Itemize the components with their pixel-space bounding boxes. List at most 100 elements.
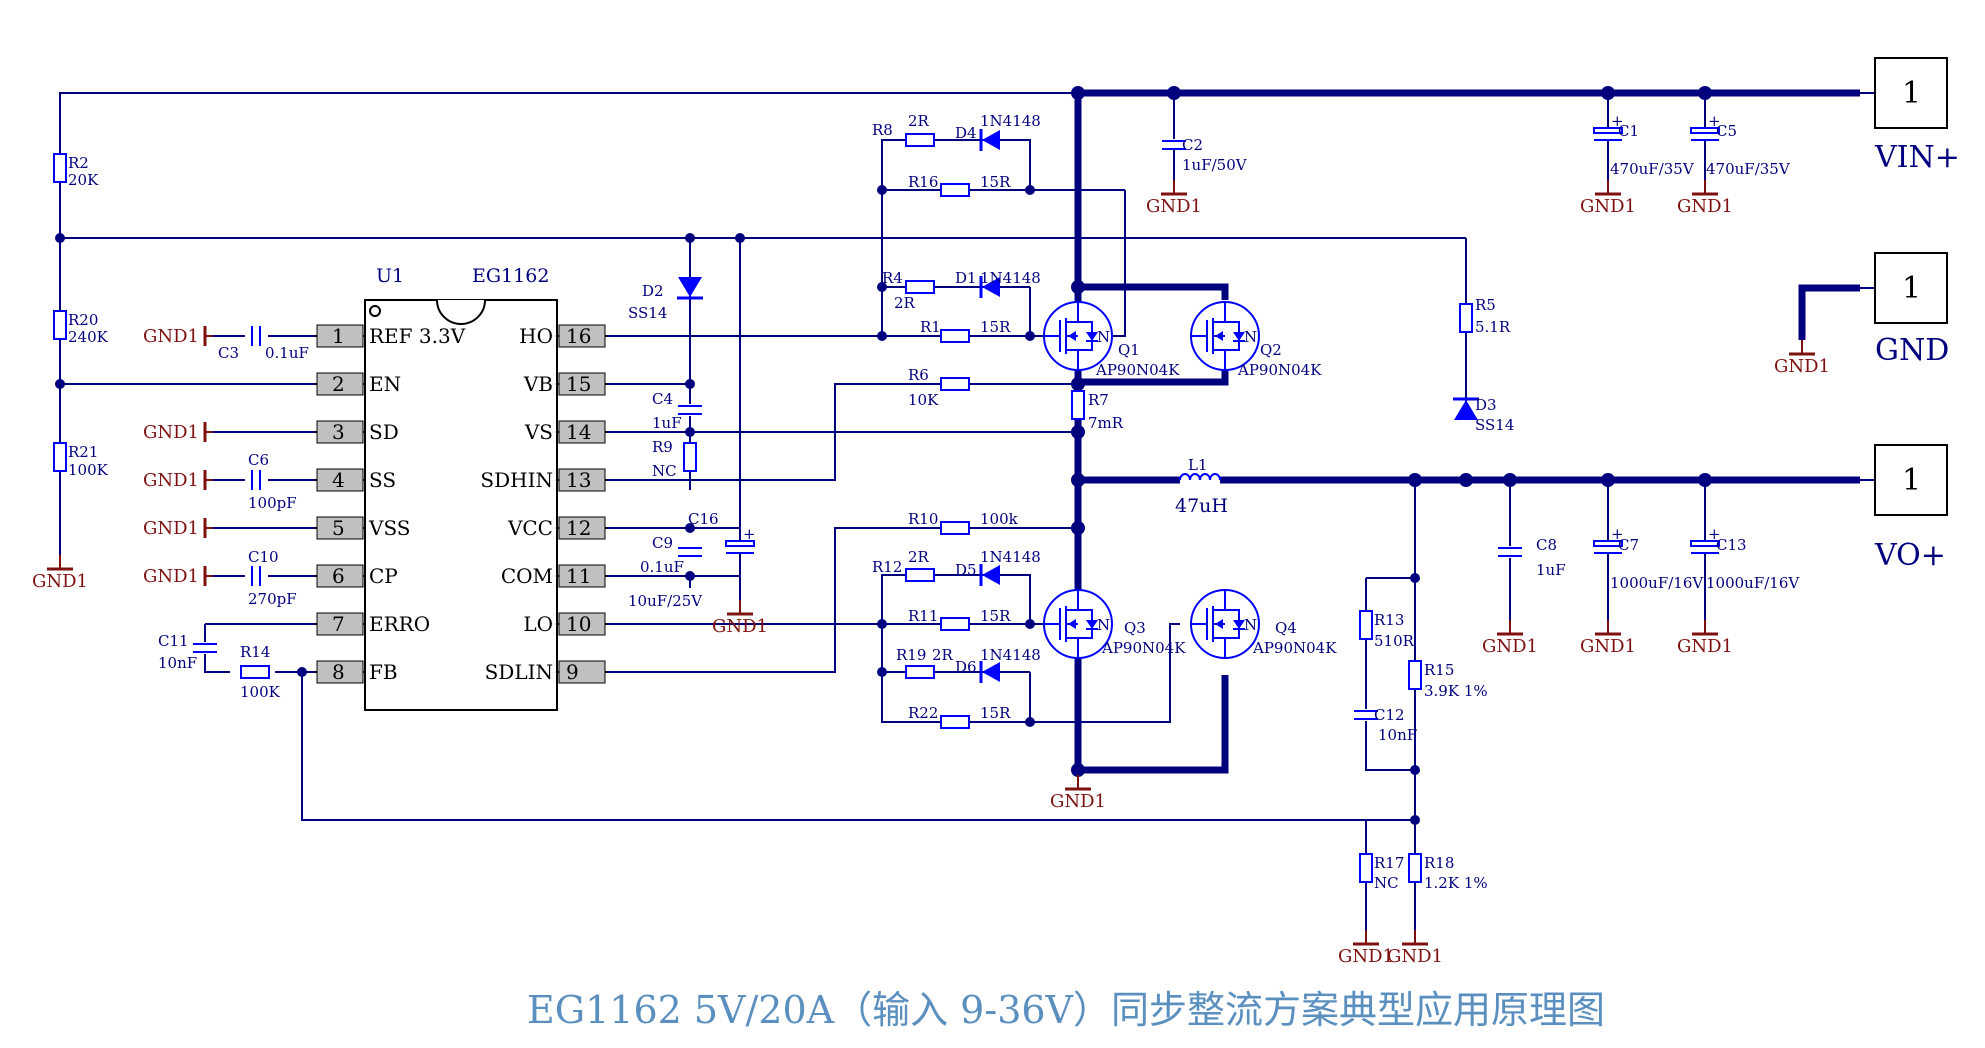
ground-symbol: GND1 bbox=[143, 518, 213, 539]
ic-pin-name: VSS bbox=[368, 516, 411, 540]
resistor-ref: R7 bbox=[1088, 391, 1109, 409]
ic-pin-name: REF 3.3V bbox=[369, 324, 466, 348]
capacitor-value: 0.1uF bbox=[265, 344, 309, 362]
resistor-ref: R12 bbox=[872, 558, 902, 576]
ports: 1 VIN+ 1 GND 1 VO+ bbox=[1860, 57, 1960, 573]
mosfet-part: AP90N04K bbox=[1101, 639, 1186, 657]
wires bbox=[59, 89, 1860, 930]
ground-symbol: GND1 bbox=[1580, 620, 1636, 657]
ground-symbol: GND1 bbox=[1677, 180, 1733, 217]
ground-symbol: GND1 bbox=[143, 326, 213, 347]
ic-pin-name: COM bbox=[501, 564, 553, 588]
ground-label: GND1 bbox=[143, 566, 199, 587]
diode-value: 1N4148 bbox=[980, 269, 1041, 287]
ic-pin-name: SDLIN bbox=[485, 660, 553, 684]
capacitor-value: 1uF bbox=[1536, 561, 1566, 579]
ground-label: GND1 bbox=[1387, 946, 1443, 967]
resistor-value: 7mR bbox=[1088, 414, 1124, 432]
diode-ref: D3 bbox=[1475, 396, 1497, 414]
resistor-value: 100K bbox=[240, 683, 281, 701]
capacitor-ref: C5 bbox=[1716, 122, 1737, 140]
resistor-ref: R10 bbox=[908, 510, 938, 528]
resistor-value: 100K bbox=[68, 461, 109, 479]
ic-pin-number: 3 bbox=[332, 420, 345, 444]
capacitor-value: 470uF/35V bbox=[1610, 160, 1695, 178]
port-vin-label: VIN+ bbox=[1874, 140, 1960, 175]
ic-pin-name: SD bbox=[369, 420, 399, 444]
ic-pin-number: 14 bbox=[566, 420, 591, 444]
ground-label: GND1 bbox=[143, 470, 199, 491]
ground-symbol: GND1 bbox=[1146, 180, 1202, 217]
resistor-value: 2R bbox=[894, 294, 916, 312]
capacitor-value: 1000uF/16V bbox=[1610, 574, 1704, 592]
resistor-value: 240K bbox=[68, 328, 109, 346]
ic-pin-number: 15 bbox=[566, 372, 591, 396]
ground-label: GND1 bbox=[1482, 636, 1538, 657]
ic-pin-name: ERRO bbox=[369, 612, 430, 636]
ground-symbol: GND1 bbox=[1482, 620, 1538, 657]
pin1-marker bbox=[369, 305, 381, 317]
ic-pin-number: 1 bbox=[332, 324, 345, 348]
ground-label: GND1 bbox=[1338, 946, 1394, 967]
ground-symbol: GND1 bbox=[1338, 930, 1394, 967]
ic-pin-name: EN bbox=[369, 372, 401, 396]
mosfet-type: N bbox=[1097, 616, 1110, 634]
ground-label: GND1 bbox=[143, 518, 199, 539]
resistor-ref: R11 bbox=[908, 607, 938, 625]
capacitor-ref: C4 bbox=[652, 390, 673, 408]
ic-pin-name: CP bbox=[369, 564, 398, 588]
capacitor-value: 1uF bbox=[652, 414, 682, 432]
capacitor-value: 470uF/35V bbox=[1706, 160, 1791, 178]
resistor-ref: R13 bbox=[1374, 611, 1404, 629]
ground-label: GND1 bbox=[1580, 636, 1636, 657]
ic-pin-name: SS bbox=[369, 468, 396, 492]
capacitor-value: 270pF bbox=[248, 590, 297, 608]
polarity-mark: + bbox=[1708, 525, 1721, 543]
capacitor-ref: C12 bbox=[1374, 706, 1405, 724]
resistor-ref: R22 bbox=[908, 704, 938, 722]
svg-text:1: 1 bbox=[1902, 271, 1921, 306]
inductor-ref: L1 bbox=[1188, 456, 1208, 474]
svg-text:1: 1 bbox=[1902, 76, 1921, 111]
mosfet-part: AP90N04K bbox=[1252, 639, 1337, 657]
ic-ref: U1 bbox=[376, 265, 404, 287]
capacitor-value: 10uF/25V bbox=[628, 592, 703, 610]
junctions bbox=[55, 86, 1712, 825]
resistor-ref: R8 bbox=[872, 121, 893, 139]
ground-label: GND1 bbox=[1677, 636, 1733, 657]
diode-ref: D1 bbox=[955, 269, 977, 287]
ic-body bbox=[364, 299, 558, 711]
diode-value: 1N4148 bbox=[980, 646, 1041, 664]
resistor-ref: R4 bbox=[882, 269, 903, 287]
